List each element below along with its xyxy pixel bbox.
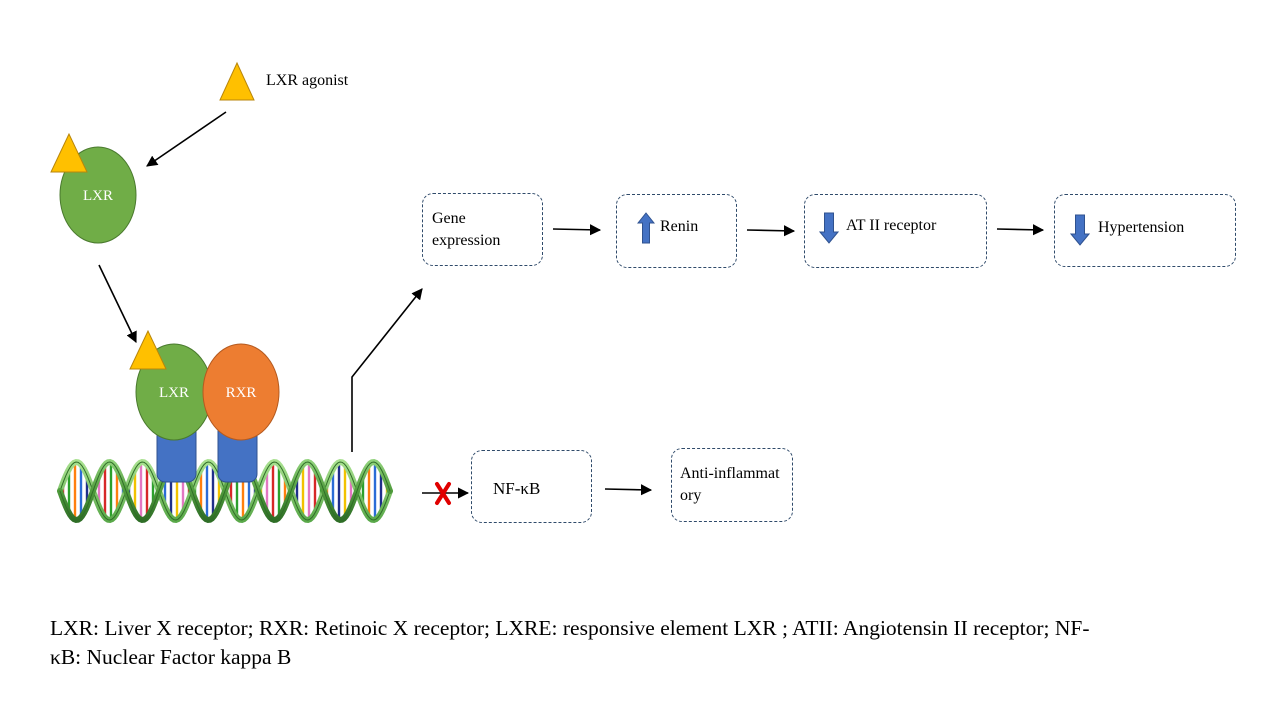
complex-lxr-label: LXR bbox=[159, 385, 189, 401]
anti-inflammatory-box: Anti-inflammatory bbox=[671, 448, 793, 522]
gene-expression-box: Gene expression bbox=[422, 193, 543, 266]
lxr-agonist-triangle bbox=[219, 61, 255, 101]
complex-rxr-label: RXR bbox=[226, 385, 257, 401]
at2-receptor-box: AT II receptor bbox=[804, 194, 987, 268]
abbreviations-caption: LXR: Liver X receptor; RXR: Retinoic X r… bbox=[50, 616, 1090, 669]
agonist-to-lxr-arrow bbox=[146, 111, 227, 167]
at2-to-hypertension-arrow bbox=[996, 224, 1045, 236]
down-arrow-icon bbox=[819, 212, 839, 244]
gene-to-renin-arrow bbox=[552, 224, 602, 236]
anti-inflammatory-label: Anti-inflammatory bbox=[680, 465, 780, 504]
renin-label: Renin bbox=[660, 218, 699, 235]
lxr-label: LXR bbox=[83, 188, 113, 204]
dna-to-gene-expression-arrow bbox=[351, 288, 423, 452]
complex-rxr-circle bbox=[202, 343, 280, 441]
up-arrow-icon bbox=[637, 212, 655, 244]
gene-expression-label: Gene expression bbox=[432, 209, 501, 249]
nfkb-to-anti-inflammatory-arrow bbox=[604, 484, 653, 496]
nfkb-label: NF-κB bbox=[493, 479, 541, 498]
nfkb-box: NF-κB bbox=[471, 450, 592, 523]
complex-agonist-triangle bbox=[129, 329, 167, 370]
dna-helix bbox=[57, 458, 393, 524]
lxr-to-complex-arrow bbox=[98, 264, 137, 344]
dna-strand-front-edge bbox=[59, 461, 391, 521]
lxr-bound-agonist-triangle bbox=[50, 132, 88, 173]
x-mark-icon bbox=[435, 482, 451, 505]
renin-to-at2-arrow bbox=[746, 225, 796, 237]
at2-receptor-label: AT II receptor bbox=[846, 217, 937, 234]
renin-box: Renin bbox=[616, 194, 737, 268]
hypertension-box: Hypertension bbox=[1054, 194, 1236, 267]
hypertension-label: Hypertension bbox=[1098, 219, 1185, 236]
down-arrow-icon bbox=[1070, 214, 1090, 246]
lxr-agonist-label: LXR agonist bbox=[266, 72, 349, 89]
